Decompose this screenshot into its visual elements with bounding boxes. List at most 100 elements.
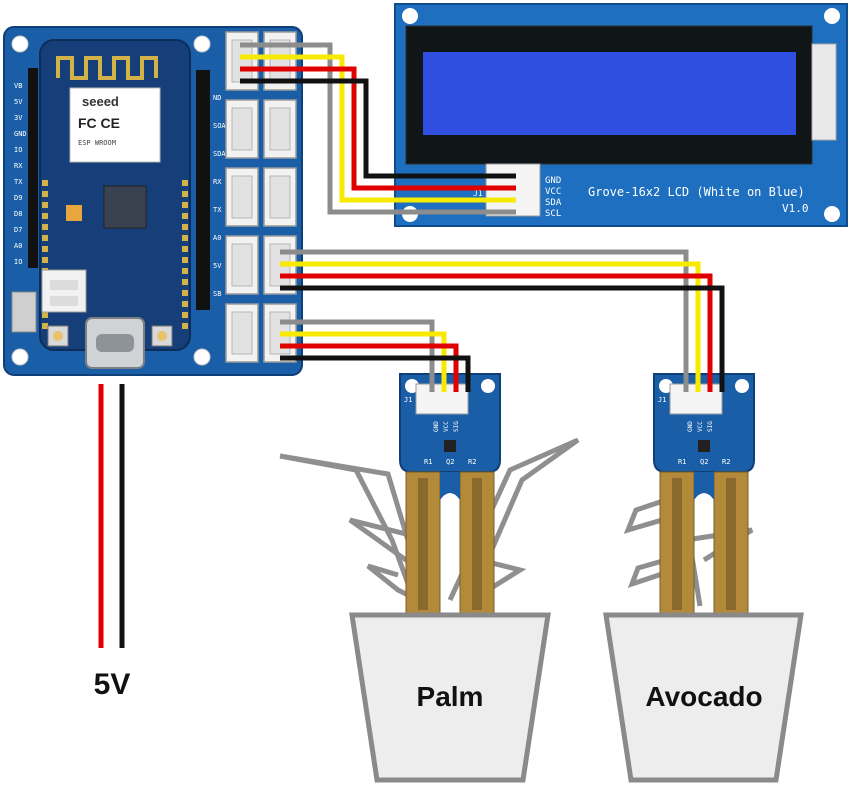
- pin-pad: [182, 268, 188, 274]
- pin-label: IO: [14, 258, 22, 266]
- pin-pad: [42, 323, 48, 329]
- mounting-hole: [824, 8, 840, 24]
- grove-port-socket: [231, 107, 253, 151]
- avocado-sensor-cable: [280, 249, 725, 392]
- power-leads: 5V: [94, 384, 131, 701]
- lcd-connector-label: J1: [473, 189, 483, 198]
- lcd-version: V1.0: [782, 202, 809, 215]
- module-pins-right: [182, 180, 188, 329]
- pin-pad: [42, 224, 48, 230]
- pin-pad: [182, 180, 188, 186]
- pin-label: GND: [14, 130, 27, 138]
- pin-pad: [182, 323, 188, 329]
- grove-port-socket: [269, 107, 291, 151]
- pin-label: RX: [213, 178, 222, 186]
- pin-pad: [182, 202, 188, 208]
- battery-connector-slot: [50, 296, 78, 306]
- mounting-hole: [193, 348, 211, 366]
- pin-pad: [182, 301, 188, 307]
- pin-pad: [42, 191, 48, 197]
- pin-label: SDA: [213, 150, 226, 158]
- wire-black: [280, 285, 725, 392]
- pin-pad: [182, 246, 188, 252]
- wire-gray: [280, 249, 689, 392]
- wire-gray: [240, 42, 516, 215]
- sensor-part-label: R2: [722, 458, 730, 466]
- wire-yellow: [280, 261, 701, 392]
- mounting-hole: [193, 35, 211, 53]
- sensor-pin-label: GND: [687, 421, 694, 432]
- pin-label: IO: [14, 146, 22, 154]
- palm-sensor-cable: [280, 319, 471, 392]
- pin-pad: [42, 180, 48, 186]
- pin-label: D7: [14, 226, 22, 234]
- sensor-connector-label: J1: [658, 396, 666, 404]
- probe-gap-top: [440, 472, 460, 500]
- lcd-pin-label: VCC: [545, 187, 561, 197]
- wire-yellow: [240, 54, 516, 203]
- sensor-part-label: R1: [424, 458, 432, 466]
- wire-red: [240, 66, 516, 191]
- probe-trace: [726, 478, 736, 610]
- grove-port-socket: [269, 175, 291, 219]
- pin-label: RX: [14, 162, 23, 170]
- pin-label: ND: [213, 94, 221, 102]
- header-strip-right: [196, 70, 210, 310]
- sensor-connector-label: J1: [404, 396, 412, 404]
- power-switch: [11, 291, 37, 333]
- pin-pad: [182, 290, 188, 296]
- sensor-part-label: Q2: [700, 458, 708, 466]
- mounting-hole: [402, 8, 418, 24]
- pin-pad: [182, 235, 188, 241]
- pin-pad: [42, 312, 48, 318]
- pin-label: VB: [14, 82, 22, 90]
- pin-label: 5V: [213, 262, 222, 270]
- battery-connector-slot: [50, 280, 78, 290]
- sensor-pin-label: VCC: [697, 421, 704, 432]
- lcd-pin-label: GND: [545, 176, 561, 186]
- lcd-pin-label: SCL: [545, 209, 561, 219]
- module-text: ESP WROOM: [78, 139, 116, 147]
- pin-label: 5V: [14, 98, 23, 106]
- component: [66, 205, 82, 221]
- pin-pad: [42, 246, 48, 252]
- mounting-hole: [824, 206, 840, 222]
- wire-gray: [280, 319, 435, 392]
- pin-label: TX: [213, 206, 222, 214]
- pin-label: A0: [14, 242, 22, 250]
- mounting-hole: [735, 379, 749, 393]
- lcd-side-connector: [811, 43, 837, 141]
- pin-pad: [182, 224, 188, 230]
- pin-pad: [182, 279, 188, 285]
- sensor-pin-label: GND: [433, 421, 440, 432]
- power-label: 5V: [94, 668, 131, 701]
- wire-red: [280, 343, 459, 392]
- pin-pad: [42, 213, 48, 219]
- pot: [349, 612, 551, 783]
- wire-black: [280, 355, 471, 392]
- right-pin-labels: ND SOA SDA RX TX A0 5V SB: [213, 94, 226, 298]
- pin-pad: [182, 213, 188, 219]
- sensor-pin-label: VCC: [443, 421, 450, 432]
- probe-trace: [472, 478, 482, 610]
- pot-palm: Palm: [349, 612, 551, 783]
- pin-label: D8: [14, 210, 22, 218]
- button-cap: [53, 331, 63, 341]
- pin-label: 3V: [14, 114, 23, 122]
- pin-label: A0: [213, 234, 221, 242]
- grove-port-socket: [231, 175, 253, 219]
- pin-pad: [42, 235, 48, 241]
- pin-label: TX: [14, 178, 23, 186]
- pin-pad: [42, 257, 48, 263]
- mounting-hole: [11, 348, 29, 366]
- wire-yellow: [280, 331, 447, 392]
- sensor-pin-label: SIG: [453, 421, 460, 432]
- pin-label: SOA: [213, 122, 226, 130]
- pin-label: SB: [213, 290, 221, 298]
- mounting-hole: [481, 379, 495, 393]
- grove-port-socket: [231, 311, 253, 355]
- wire-red: [280, 273, 713, 392]
- pot: [603, 612, 804, 783]
